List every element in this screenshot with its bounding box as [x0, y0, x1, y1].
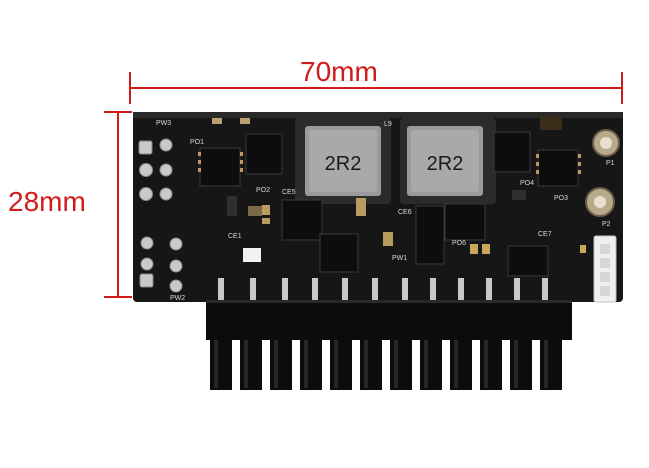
- atx-24pin-connector: [206, 300, 572, 340]
- silk-l9: L9: [384, 121, 392, 128]
- silk-ce1: CE1: [228, 233, 242, 240]
- inductor-left: [295, 118, 391, 204]
- silk-p1: P1: [606, 160, 615, 167]
- width-dimension-line: [129, 72, 623, 104]
- mosfet-chips: [199, 131, 579, 277]
- silk-po2: PO2: [256, 187, 270, 194]
- height-dimension-label: 28mm: [8, 186, 86, 217]
- right-mounting-holes: [585, 129, 620, 217]
- white-header-connector: [593, 235, 617, 303]
- smd-components: [212, 116, 586, 262]
- connector-teeth-highlights: [214, 340, 548, 388]
- connector-solder-pins: [218, 278, 548, 302]
- inductor-left-marking: 2R2: [325, 153, 362, 175]
- silk-pw2: PW2: [170, 295, 185, 302]
- silk-ce6: CE6: [398, 209, 412, 216]
- silk-pw1: PW1: [392, 255, 407, 262]
- height-dimension-line: [104, 111, 132, 298]
- silk-po4: PO4: [520, 180, 534, 187]
- chip-pads: [198, 152, 581, 246]
- silk-pw3: PW3: [156, 120, 171, 127]
- silk-po1: PO1: [190, 139, 204, 146]
- silk-po6: PO6: [452, 240, 466, 247]
- silk-p2: P2: [602, 221, 611, 228]
- width-dimension-label: 70mm: [300, 56, 378, 87]
- inductor-right-marking: 2R2: [427, 153, 464, 175]
- silk-ce5: CE5: [282, 189, 296, 196]
- left-pin-holes: [138, 138, 183, 293]
- inductor-right: [400, 118, 496, 204]
- silk-po3: PO3: [554, 195, 568, 202]
- silkscreen-labels: PW3 PO1 PO2 CE5 CE6 PO3 PO4 PW2 PW1 PO6 …: [156, 120, 615, 302]
- silk-ce7: CE7: [538, 231, 552, 238]
- connector-housing-teeth: [210, 338, 562, 390]
